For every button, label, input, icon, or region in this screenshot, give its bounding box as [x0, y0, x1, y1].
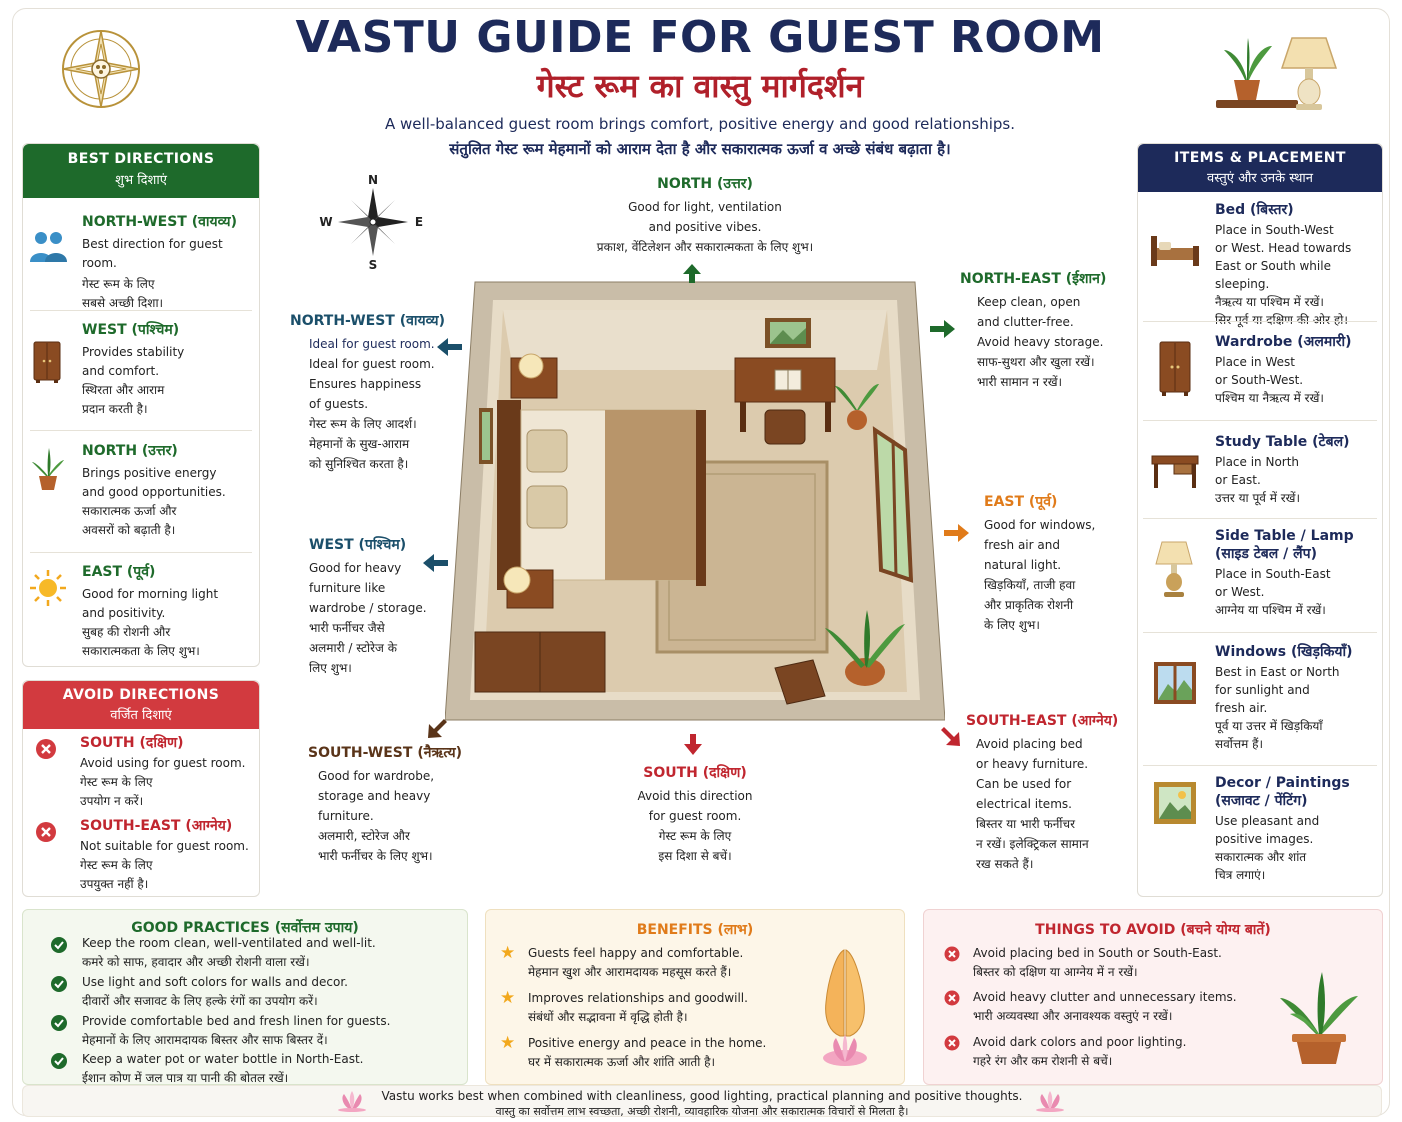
- avoid-thing-3: Avoid dark colors and poor lighting.गहरे…: [973, 1035, 1187, 1068]
- compass-rose-icon: N S W E: [319, 173, 423, 270]
- lamp-icon: [1155, 541, 1193, 597]
- star-icon: ★: [500, 1033, 516, 1053]
- item-side-table-lamp: Side Table / Lamp (साइड टेबल / लैंप) Pla…: [1215, 528, 1354, 617]
- avoid-thing-1: Avoid placing bed in South or South-East…: [973, 946, 1222, 979]
- wardrobe-icon: [33, 341, 61, 383]
- compass-e: E: [415, 215, 423, 229]
- avoid-directions-title-hindi: वर्जित दिशाएं: [110, 708, 172, 723]
- plant-lamp-illustration: [1216, 37, 1338, 110]
- lotus-icon: [1036, 1091, 1064, 1112]
- arrow-right-icon: [930, 320, 955, 338]
- best-directions-title: BEST DIRECTIONS: [67, 151, 215, 167]
- item-wardrobe: Wardrobe (अलमारी) Place in West or South…: [1215, 334, 1352, 405]
- potted-plant-icon: [1280, 972, 1358, 1064]
- dir-south-east: SOUTH-EAST (आग्नेय) Avoid placing bed or…: [966, 713, 1119, 871]
- wardrobe-icon: [1159, 341, 1191, 396]
- best-directions-title-hindi: शुभ दिशाएं: [115, 173, 167, 188]
- study-table-icon: [1151, 455, 1199, 488]
- window-icon: [1154, 662, 1196, 704]
- cross-icon: [36, 739, 56, 759]
- check-icon: [51, 1015, 67, 1031]
- best-directions-header: BEST DIRECTIONS शुभ दिशाएं: [23, 144, 259, 198]
- avoid-directions-panel: AVOID DIRECTIONS वर्जित दिशाएं: [22, 680, 260, 897]
- lotus-icon: [338, 1091, 366, 1112]
- compass-n: N: [368, 173, 378, 187]
- avoid-item-south: SOUTH (दक्षिण) Avoid using for guest roo…: [80, 735, 246, 808]
- good-item-1: Keep the room clean, well-ventilated and…: [82, 936, 376, 969]
- good-practices-title: GOOD PRACTICES (सर्वोत्तम उपाय): [131, 920, 359, 936]
- avoid-item-south-east: SOUTH-EAST (आग्नेय) Not suitable for gue…: [80, 818, 249, 891]
- page-title: VASTU GUIDE FOR GUEST ROOM: [295, 12, 1105, 63]
- best-item-north-west: NORTH-WEST (वायव्य) Best direction for g…: [82, 214, 237, 310]
- dir-north-east: NORTH-EAST (ईशान) Keep clean, open and c…: [960, 271, 1107, 389]
- arrow-down-icon: [684, 734, 702, 755]
- arrow-right-icon: [944, 524, 969, 542]
- arrow-down-left-icon: [428, 719, 447, 738]
- arrow-up-icon: [683, 264, 701, 283]
- items-placement-panel: ITEMS & PLACEMENT वस्तुएं और उनके स्थान: [1137, 143, 1383, 897]
- avoid-directions-title: AVOID DIRECTIONS: [62, 687, 220, 703]
- subtitle-hindi: संतुलित गेस्ट रूम मेहमानों को आराम देता …: [449, 140, 951, 158]
- namaste-hands-icon: [823, 949, 867, 1066]
- avoid-directions-header: AVOID DIRECTIONS वर्जित दिशाएं: [23, 681, 259, 729]
- item-decor-paintings: Decor / Paintings (सजावट / पेंटिंग) Use …: [1215, 775, 1350, 882]
- arrow-down-right-icon: [941, 727, 960, 746]
- star-icon: ★: [500, 943, 516, 963]
- footer-text-hindi: वास्तु का सर्वोत्तम लाभ स्वच्छता, अच्छी …: [495, 1105, 909, 1118]
- cross-icon: [944, 946, 960, 962]
- item-windows: Windows (खिड़कियाँ) Best in East or Nort…: [1215, 644, 1353, 751]
- bed-icon: [1151, 236, 1199, 266]
- plant-icon: [32, 448, 64, 490]
- dir-south-west: SOUTH-WEST (नैऋत्य) Good for wardrobe, s…: [308, 745, 463, 863]
- item-bed: Bed (बिस्तर) Place in South-West or West…: [1215, 202, 1352, 327]
- benefits-title: BENEFITS (लाभ): [636, 922, 754, 938]
- vastu-emblem-icon: [62, 30, 140, 108]
- sun-icon: [30, 570, 66, 606]
- page-title-hindi: गेस्ट रूम का वास्तु मार्गदर्शन: [536, 67, 864, 105]
- dir-west: WEST (पश्चिम) Good for heavy furniture l…: [309, 537, 427, 675]
- painting-icon: [1154, 782, 1196, 824]
- best-directions-panel: BEST DIRECTIONS शुभ दिशाएं: [22, 143, 260, 667]
- items-placement-header: ITEMS & PLACEMENT वस्तुएं और उनके स्थान: [1138, 144, 1382, 192]
- check-icon: [51, 937, 67, 953]
- benefit-item-1: Guests feel happy and comfortable.मेहमान…: [528, 946, 744, 979]
- best-item-west: WEST (पश्चिम) Provides stability and com…: [82, 322, 185, 416]
- good-item-3: Provide comfortable bed and fresh linen …: [82, 1014, 391, 1047]
- best-item-north: NORTH (उत्तर) Brings positive energy and…: [82, 443, 226, 537]
- items-placement-title: ITEMS & PLACEMENT: [1174, 150, 1346, 166]
- check-icon: [51, 1053, 67, 1069]
- good-item-2: Use light and soft colors for walls and …: [82, 975, 348, 1008]
- cross-icon: [36, 822, 56, 842]
- cross-icon: [944, 990, 960, 1006]
- items-placement-title-hindi: वस्तुएं और उनके स्थान: [1207, 171, 1313, 186]
- dir-east: EAST (पूर्व) Good for windows, fresh air…: [984, 494, 1096, 632]
- good-item-4: Keep a water pot or water bottle in Nort…: [82, 1052, 364, 1085]
- dir-north: NORTH (उत्तर) Good for light, ventilatio…: [596, 176, 814, 254]
- dir-north-west: NORTH-WEST (वायव्य) Ideal for guest room…: [290, 313, 445, 471]
- check-icon: [51, 976, 67, 992]
- benefit-item-2: Improves relationships and goodwill.संबं…: [528, 991, 748, 1024]
- good-practices-box: GOOD PRACTICES (सर्वोत्तम उपाय): [22, 909, 468, 1085]
- compass-s: S: [369, 258, 378, 270]
- people-icon: [30, 232, 67, 262]
- benefit-item-3: Positive energy and peace in the home.घर…: [528, 1036, 767, 1069]
- compass-w: W: [319, 215, 332, 229]
- best-item-east: EAST (पूर्व) Good for morning light and …: [82, 564, 219, 658]
- arrow-left-icon: [437, 338, 462, 356]
- subtitle-english: A well-balanced guest room brings comfor…: [385, 115, 1015, 133]
- arrow-left-icon: [423, 554, 448, 572]
- cross-icon: [944, 1035, 960, 1051]
- avoid-thing-2: Avoid heavy clutter and unnecessary item…: [973, 990, 1237, 1023]
- item-study-table: Study Table (टेबल) Place in North or Eas…: [1215, 434, 1350, 505]
- things-to-avoid-title: THINGS TO AVOID (बचने योग्य बातें): [1035, 922, 1271, 938]
- footer-note: Vastu works best when combined with clea…: [22, 1085, 1382, 1118]
- star-icon: ★: [500, 988, 516, 1008]
- footer-text-english: Vastu works best when combined with clea…: [381, 1089, 1023, 1103]
- dir-south: SOUTH (दक्षिण) Avoid this direction for …: [637, 765, 753, 863]
- guest-room-illustration: [445, 281, 945, 721]
